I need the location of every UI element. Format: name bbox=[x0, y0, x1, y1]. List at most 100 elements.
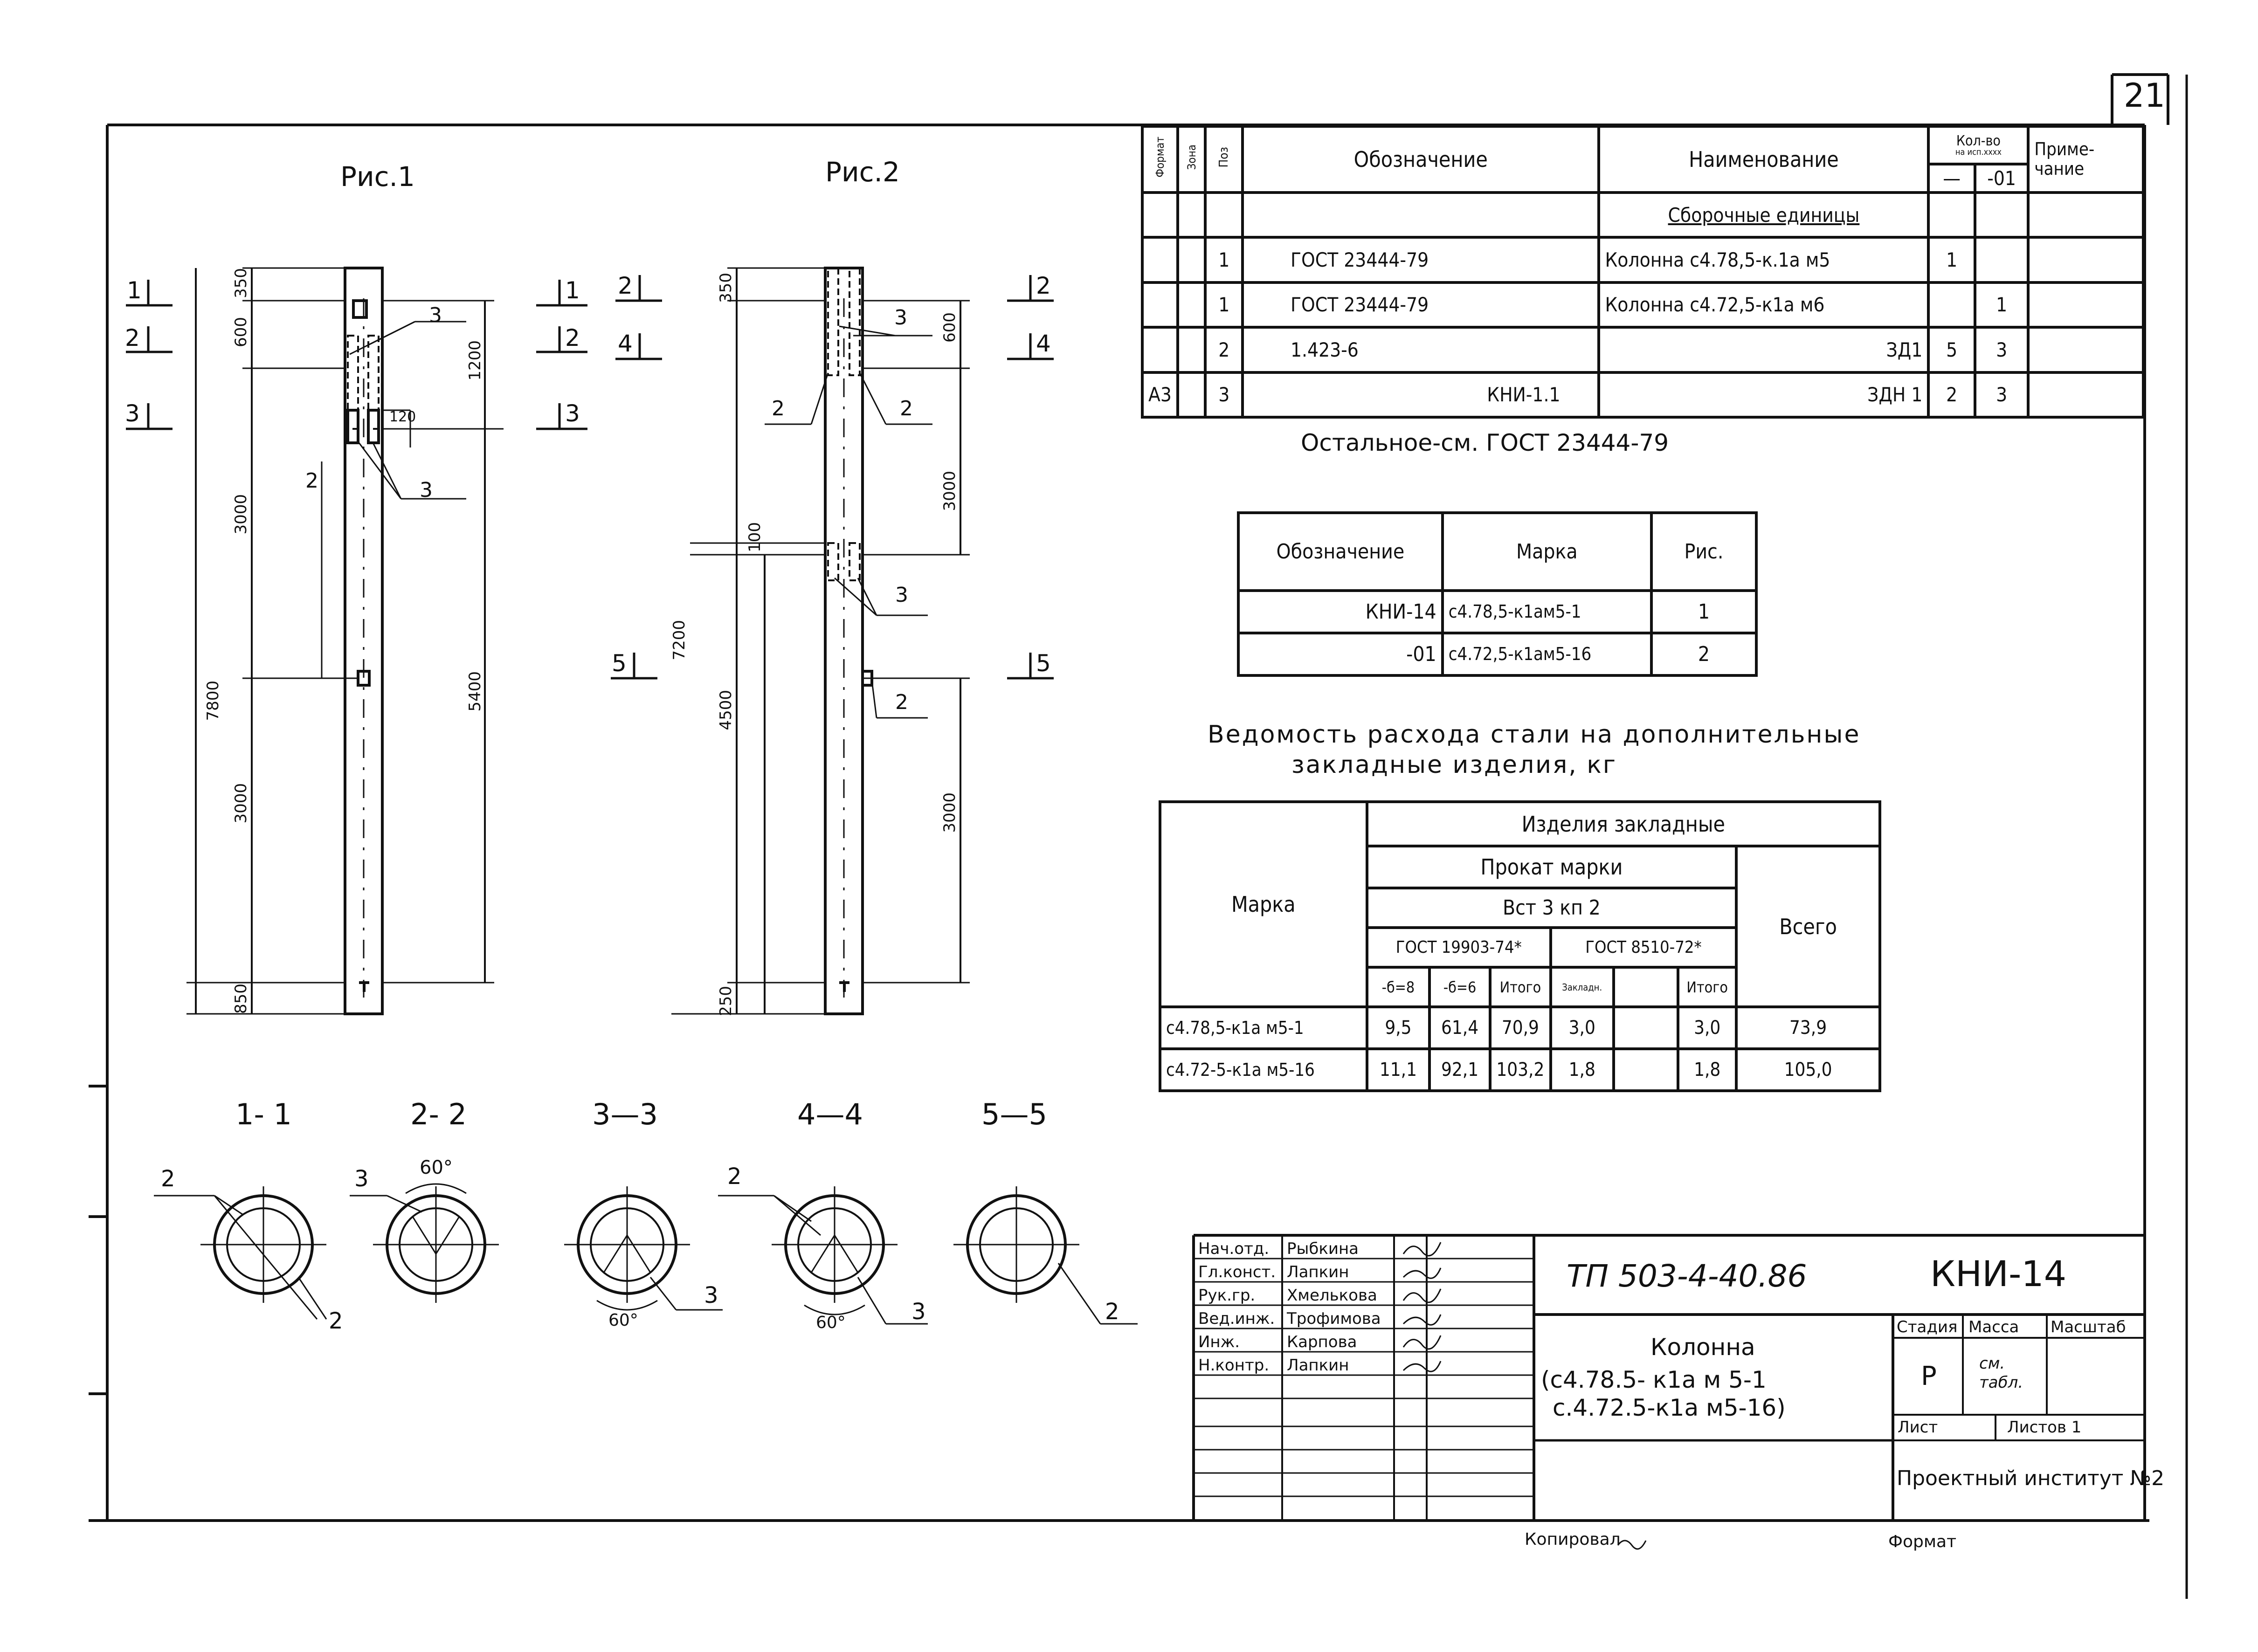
header-name: Наименование bbox=[1597, 124, 1930, 194]
dimension-label: 3000 bbox=[232, 494, 250, 535]
dimension-label: 350 bbox=[232, 268, 250, 298]
stamp-person: Трофимова bbox=[1287, 1309, 1381, 1328]
stamp-role: Рук.гр. bbox=[1198, 1286, 1256, 1305]
steel-title: Ведомость расхода стали на дополнительны… bbox=[1208, 721, 1861, 749]
project-code: ТП 503-4-40.86 bbox=[1567, 1258, 1807, 1294]
steel-h4a: ГОСТ 19903-74* bbox=[1365, 926, 1552, 969]
table-row: 1 ГОСТ 23444-79 Колонна с4.78,5-к.1а м5 … bbox=[1141, 236, 2145, 284]
dimension-label: 600 bbox=[232, 317, 250, 347]
angle-label: 60° bbox=[816, 1313, 846, 1332]
steel-mark-header: Марка bbox=[1159, 800, 1368, 1008]
callout-number: 3 bbox=[420, 478, 433, 502]
specification-table: Формат Зона Поз Обозначение Наименование… bbox=[1141, 124, 2145, 419]
section-title: 5—5 bbox=[981, 1097, 1047, 1131]
callout-number: 2 bbox=[329, 1308, 343, 1334]
section-title: 4—4 bbox=[797, 1097, 863, 1131]
callout-number: 3 bbox=[895, 583, 908, 607]
scale-header: Масштаб bbox=[2051, 1318, 2126, 1336]
section-title: 1- 1 bbox=[235, 1097, 292, 1131]
callout-number: 3 bbox=[354, 1166, 369, 1192]
callout-number: 2 bbox=[900, 397, 913, 420]
stamp-person: Карпова bbox=[1287, 1333, 1357, 1351]
spec-rest-note: Остальное-см. ГОСТ 23444-79 bbox=[1301, 429, 1669, 456]
stamp-role: Н.контр. bbox=[1198, 1356, 1270, 1375]
section-mark-label: 1 bbox=[127, 277, 142, 304]
callout-number: 2 bbox=[895, 690, 908, 714]
dimension-label: 600 bbox=[940, 312, 959, 343]
fig2-title: Рис.2 bbox=[825, 156, 900, 188]
header-pos: Поз bbox=[1217, 146, 1231, 168]
stamp-role: Вед.инж. bbox=[1198, 1309, 1275, 1328]
section-mark-label: 4 bbox=[618, 330, 633, 357]
header-format: Формат bbox=[1153, 137, 1167, 178]
dimension-label: 3000 bbox=[940, 471, 959, 511]
callout-number: 3 bbox=[704, 1282, 718, 1308]
format-label: Формат bbox=[1888, 1532, 1957, 1551]
section-mark-label: 4 bbox=[1036, 330, 1051, 357]
dimension-label: 3000 bbox=[940, 792, 959, 833]
dimension-label: 7200 bbox=[670, 620, 689, 661]
dimension-label: 1200 bbox=[466, 340, 484, 381]
callout-number: 3 bbox=[429, 303, 442, 327]
steel-h4b: ГОСТ 8510-72* bbox=[1549, 926, 1738, 969]
stamp-role: Нач.отд. bbox=[1198, 1239, 1270, 1258]
stamp-person: Хмелькова bbox=[1287, 1286, 1377, 1305]
document-code: КНИ-14 bbox=[1930, 1253, 2067, 1294]
drawing-title-line3: с.4.72.5-к1а м5-16) bbox=[1553, 1394, 1786, 1421]
section-mark-label: 2 bbox=[1036, 272, 1051, 299]
callout-number: 2 bbox=[161, 1166, 175, 1192]
stamp-role: Гл.конст. bbox=[1198, 1263, 1276, 1281]
dimension-label: 350 bbox=[717, 273, 735, 303]
header-qty: Кол-во bbox=[1956, 132, 2001, 149]
callout-number: 3 bbox=[911, 1299, 926, 1325]
stamp-person: Лапкин bbox=[1287, 1356, 1349, 1375]
dimension-label: 120 bbox=[389, 409, 416, 425]
sheet-label: Лист bbox=[1898, 1418, 1938, 1437]
copied-by-label: Копировал bbox=[1525, 1530, 1621, 1549]
table-row: 1 ГОСТ 23444-79 Колонна с4.72,5-к1а м6 1 bbox=[1141, 281, 2145, 329]
angle-label: 60° bbox=[608, 1311, 638, 1330]
section-mark-label: 3 bbox=[125, 400, 140, 427]
mass-header: Масса bbox=[1968, 1318, 2019, 1336]
header-qty-sub: на исп.хххх bbox=[1955, 147, 2002, 157]
section-mark-label: 2 bbox=[565, 324, 580, 351]
callout-number: 2 bbox=[1105, 1299, 1119, 1325]
steel-h2: Прокат марки bbox=[1365, 845, 1738, 889]
dimension-label: 100 bbox=[746, 522, 764, 552]
callout-number: 2 bbox=[727, 1163, 742, 1190]
section-mark-label: 2 bbox=[618, 272, 633, 299]
dimension-label: 250 bbox=[717, 986, 735, 1016]
steel-h3: Вст 3 кп 2 bbox=[1365, 887, 1738, 929]
dimension-label: 3000 bbox=[232, 783, 250, 824]
marks-header: Марка bbox=[1441, 511, 1653, 592]
header-qty-a: — bbox=[1927, 163, 1976, 194]
marks-header: Рис. bbox=[1650, 511, 1758, 592]
marks-table: Обозначение Марка Рис. КНИ-14 с4.78,5-к1… bbox=[1237, 511, 1758, 677]
table-row: -01 с4.72,5-к1ам5-16 2 bbox=[1237, 631, 1758, 677]
dimension-label: 4500 bbox=[717, 690, 735, 730]
fig1-title: Рис.1 bbox=[340, 161, 415, 193]
callout-number: 2 bbox=[772, 397, 785, 420]
stage-header: Стадия bbox=[1897, 1318, 1958, 1336]
section-mark-label: 5 bbox=[1036, 650, 1051, 677]
stamp-person: Лапкин bbox=[1287, 1263, 1349, 1281]
section-title: 3—3 bbox=[592, 1097, 658, 1131]
header-zone: Зона bbox=[1185, 144, 1198, 170]
header-qty-b: -01 bbox=[1973, 163, 2030, 194]
steel-table: Марка Изделия закладные Прокат марки Все… bbox=[1159, 800, 1882, 1092]
organization-name: Проектный институт №2 bbox=[1897, 1466, 2165, 1490]
sheets-label: Листов 1 bbox=[2007, 1418, 2082, 1437]
drawing-title-line2: (с4.78.5- к1а м 5-1 bbox=[1541, 1366, 1767, 1393]
steel-title: закладные изделия, кг bbox=[1291, 751, 1617, 779]
marks-header: Обозначение bbox=[1237, 511, 1444, 592]
section-mark-label: 2 bbox=[125, 324, 140, 351]
header-designation: Обозначение bbox=[1241, 124, 1601, 194]
dimension-label: 7800 bbox=[204, 681, 222, 721]
section-title: 2- 2 bbox=[410, 1097, 467, 1131]
section-mark-label: 3 bbox=[565, 400, 580, 427]
